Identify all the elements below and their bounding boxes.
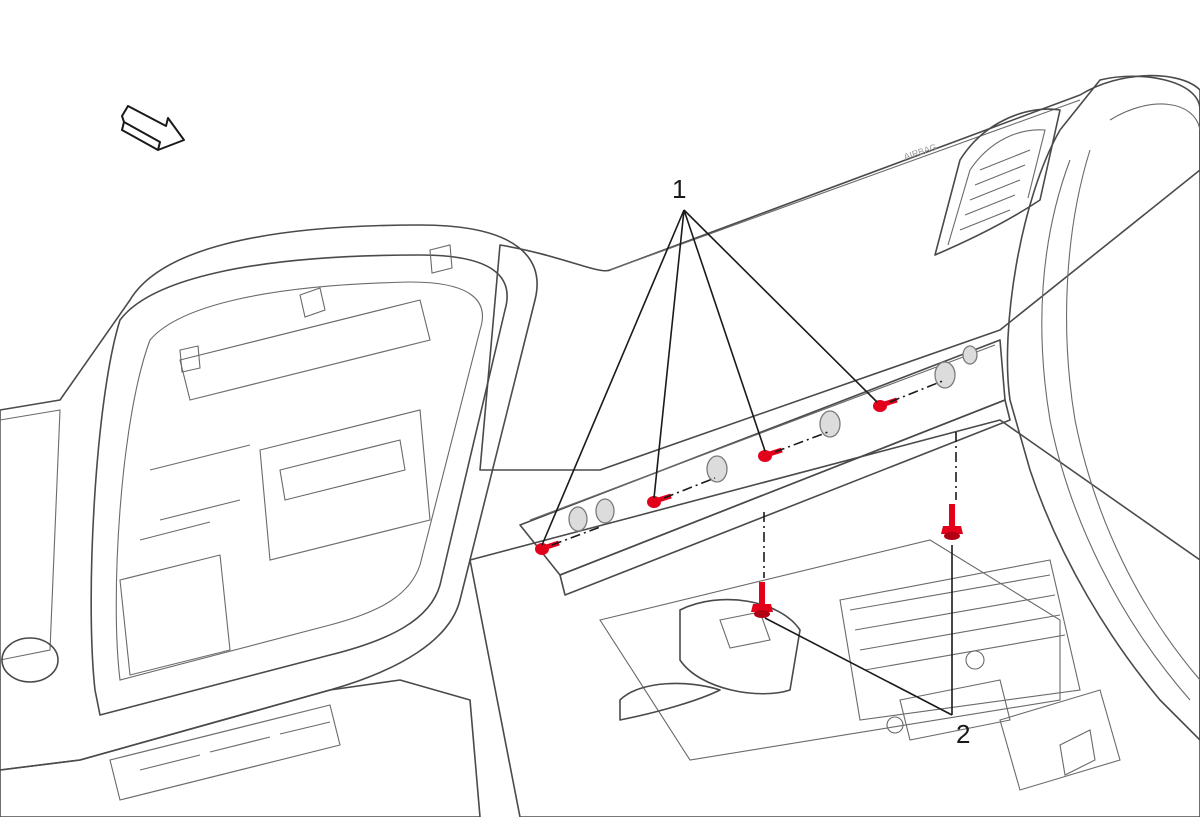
mounting-rail [519,339,1011,596]
right-side-trim [1006,75,1200,741]
callout-1-label: 1 [672,174,686,204]
callout-1-leaders [541,209,878,546]
lower-bolts [751,504,963,618]
bolt-icon [941,504,963,540]
installation-axes [551,379,957,578]
lower-compartment [469,419,1200,817]
forward-arrow-icon [120,105,185,151]
dashboard-upper-panel: AIRBAG [479,74,1200,471]
callout-2-label: 2 [956,719,970,749]
center-stack-frame [0,224,538,817]
callout-2-leaders [764,545,953,716]
svg-text:AIRBAG: AIRBAG [903,142,938,162]
